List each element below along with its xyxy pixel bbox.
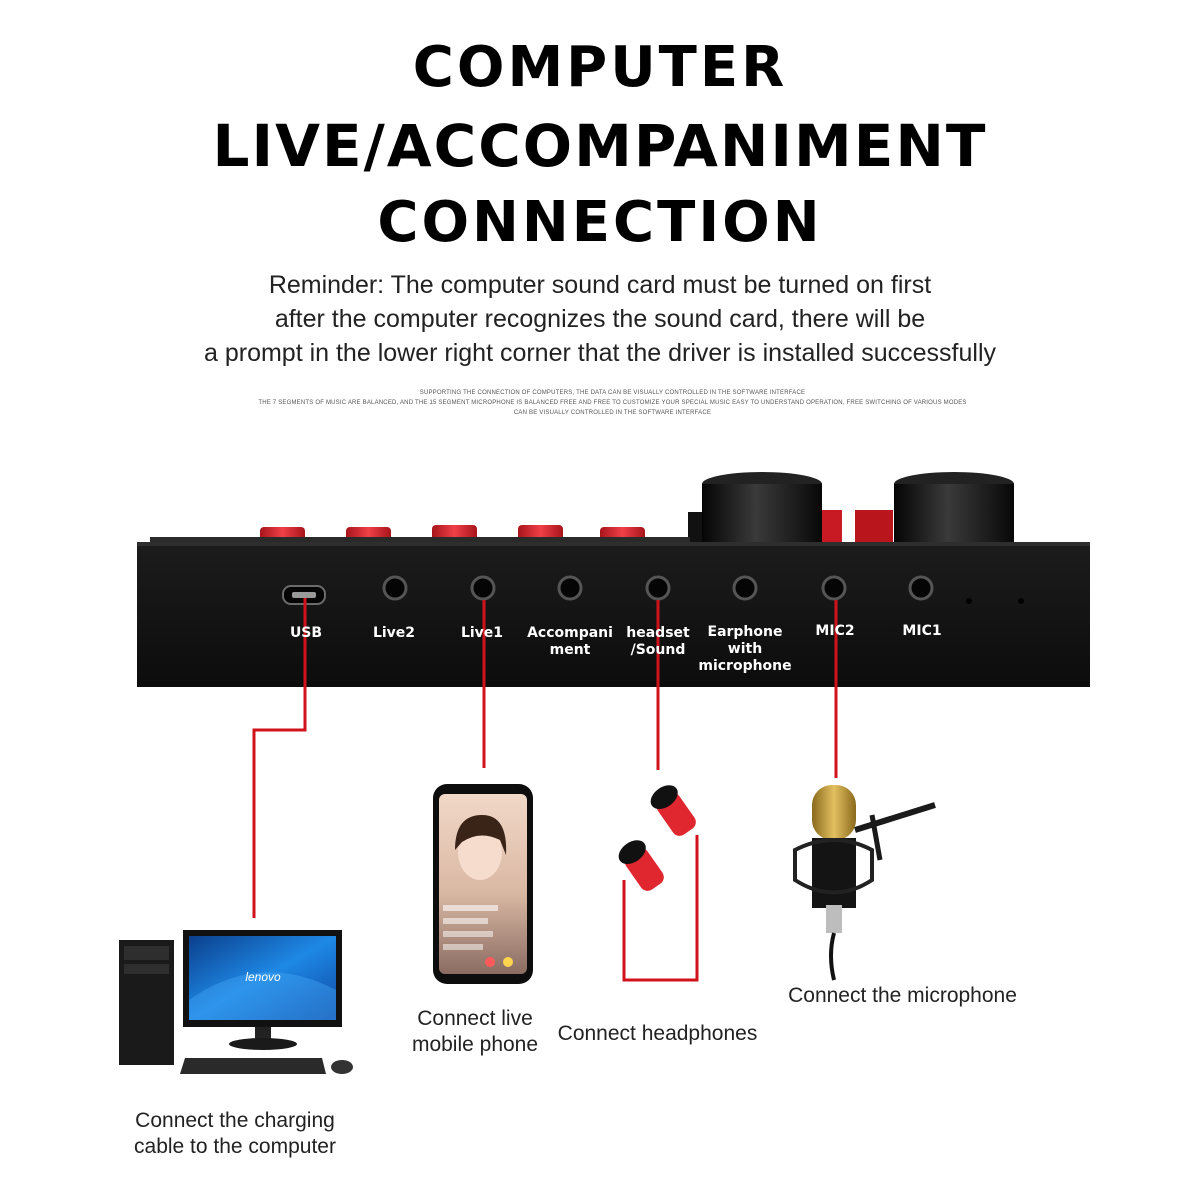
monitor-stand bbox=[229, 1038, 297, 1050]
big-knob-right bbox=[894, 484, 1014, 550]
label-accompaniment-line-1: Accompani bbox=[527, 625, 613, 641]
mic2-jack bbox=[821, 575, 847, 601]
mic-body bbox=[812, 838, 856, 908]
mic-shock-mount bbox=[793, 838, 874, 895]
label-live1: Live1 bbox=[460, 625, 504, 641]
mic-connector bbox=[826, 905, 842, 933]
phone-chat-1 bbox=[443, 905, 498, 911]
monitor-brand: lenovo bbox=[245, 970, 281, 984]
body-highlight bbox=[137, 542, 1090, 546]
caption-phone-line-1: Connect live bbox=[417, 1007, 533, 1030]
headset-jack bbox=[645, 575, 671, 601]
keyboard bbox=[180, 1058, 326, 1074]
mic-arm bbox=[854, 802, 936, 833]
caption-phone-line-2: mobile phone bbox=[411, 1033, 539, 1056]
phone-hair bbox=[455, 815, 507, 855]
label-mic2: MIC2 bbox=[815, 623, 855, 639]
label-accompaniment-line-2: ment bbox=[549, 642, 591, 658]
big-knob-left bbox=[702, 484, 822, 550]
computer: lenovo bbox=[119, 930, 353, 1074]
fine-print-line-1: SUPPORTING THE CONNECTION OF COMPUTERS, … bbox=[419, 390, 806, 396]
mic-arm-joint bbox=[869, 814, 883, 861]
earphones bbox=[618, 785, 696, 891]
title-line-3: CONNECTION bbox=[377, 190, 823, 255]
title-line-1: COMPUTER bbox=[412, 35, 788, 100]
reminder-line-2: after the computer recognizes the sound … bbox=[274, 305, 926, 333]
red-cables bbox=[252, 598, 838, 982]
title-line-2: LIVE/ACCOMPANIMENT bbox=[212, 112, 988, 180]
reminder-line-3: a prompt in the lower right corner that … bbox=[203, 339, 997, 367]
microphone bbox=[793, 785, 936, 981]
caption-headphones: Connect headphones bbox=[557, 1022, 758, 1045]
caption-phone: Connect live mobile phone bbox=[395, 1006, 555, 1058]
label-headset-line-1: headset bbox=[626, 625, 690, 641]
live2-jack bbox=[382, 575, 408, 601]
pc-tower-drive bbox=[124, 946, 169, 960]
reminder-text: Reminder: The computer sound card must b… bbox=[0, 268, 1200, 370]
pc-tower bbox=[119, 940, 174, 1065]
phone-chat-3 bbox=[443, 931, 493, 937]
earphone-jack bbox=[732, 575, 758, 601]
usb-port-pin bbox=[292, 592, 316, 598]
fine-print: SUPPORTING THE CONNECTION OF COMPUTERS, … bbox=[0, 388, 1200, 418]
caption-microphone: Connect the microphone bbox=[788, 984, 1017, 1007]
screen-wave bbox=[189, 972, 336, 1020]
red-slider-1 bbox=[820, 510, 842, 550]
label-accompaniment: Accompani ment bbox=[520, 625, 620, 659]
caption-computer-line-1: Connect the charging bbox=[135, 1109, 335, 1132]
label-earphone-line-1: Earphone bbox=[707, 624, 783, 640]
mic-head bbox=[812, 785, 856, 840]
label-mic1: MIC1 bbox=[902, 623, 942, 639]
ports bbox=[282, 575, 1024, 605]
label-usb: USB bbox=[289, 625, 323, 641]
sound-card-body bbox=[137, 542, 1090, 687]
label-headset-line-2: /Sound bbox=[630, 642, 686, 658]
earbud-left bbox=[618, 840, 664, 891]
mic1-jack bbox=[908, 575, 934, 601]
caption-computer: Connect the charging cable to the comput… bbox=[100, 1108, 370, 1160]
earbud-right bbox=[650, 785, 696, 836]
monitor-screen bbox=[189, 936, 336, 1020]
mobile-phone bbox=[433, 784, 533, 984]
accompaniment-jack bbox=[557, 575, 583, 601]
fine-print-line-3: CAN BE VISUALLY CONTROLLED IN THE SOFTWA… bbox=[513, 410, 712, 416]
mic-cable bbox=[829, 932, 836, 981]
label-earphone-line-2: with bbox=[727, 641, 763, 657]
live1-jack bbox=[470, 575, 496, 601]
label-earphone-line-3: microphone bbox=[698, 658, 792, 674]
caption-computer-line-2: cable to the computer bbox=[134, 1135, 336, 1158]
label-live2: Live2 bbox=[372, 625, 416, 641]
cable-usb-computer bbox=[252, 598, 307, 918]
indicator-dot-1 bbox=[966, 598, 972, 604]
earphone-cord bbox=[622, 835, 699, 982]
reminder-line-1: Reminder: The computer sound card must b… bbox=[268, 271, 932, 299]
mouse bbox=[331, 1060, 353, 1074]
top-controls bbox=[150, 472, 1014, 550]
label-earphone: Earphone with microphone bbox=[695, 624, 795, 675]
pc-tower-drive-2 bbox=[124, 964, 169, 974]
label-headset: headset /Sound bbox=[618, 625, 698, 659]
indicator-dot-2 bbox=[1018, 598, 1024, 604]
phone-chat-4 bbox=[443, 944, 483, 950]
phone-chat-2 bbox=[443, 918, 488, 924]
phone-gift-icon bbox=[503, 957, 513, 967]
monitor-neck bbox=[255, 1027, 271, 1041]
fine-print-line-2: THE 7 SEGMENTS OF MUSIC ARE BALANCED, AN… bbox=[258, 400, 967, 406]
phone-like-icon bbox=[485, 957, 495, 967]
side-slider bbox=[688, 512, 702, 550]
